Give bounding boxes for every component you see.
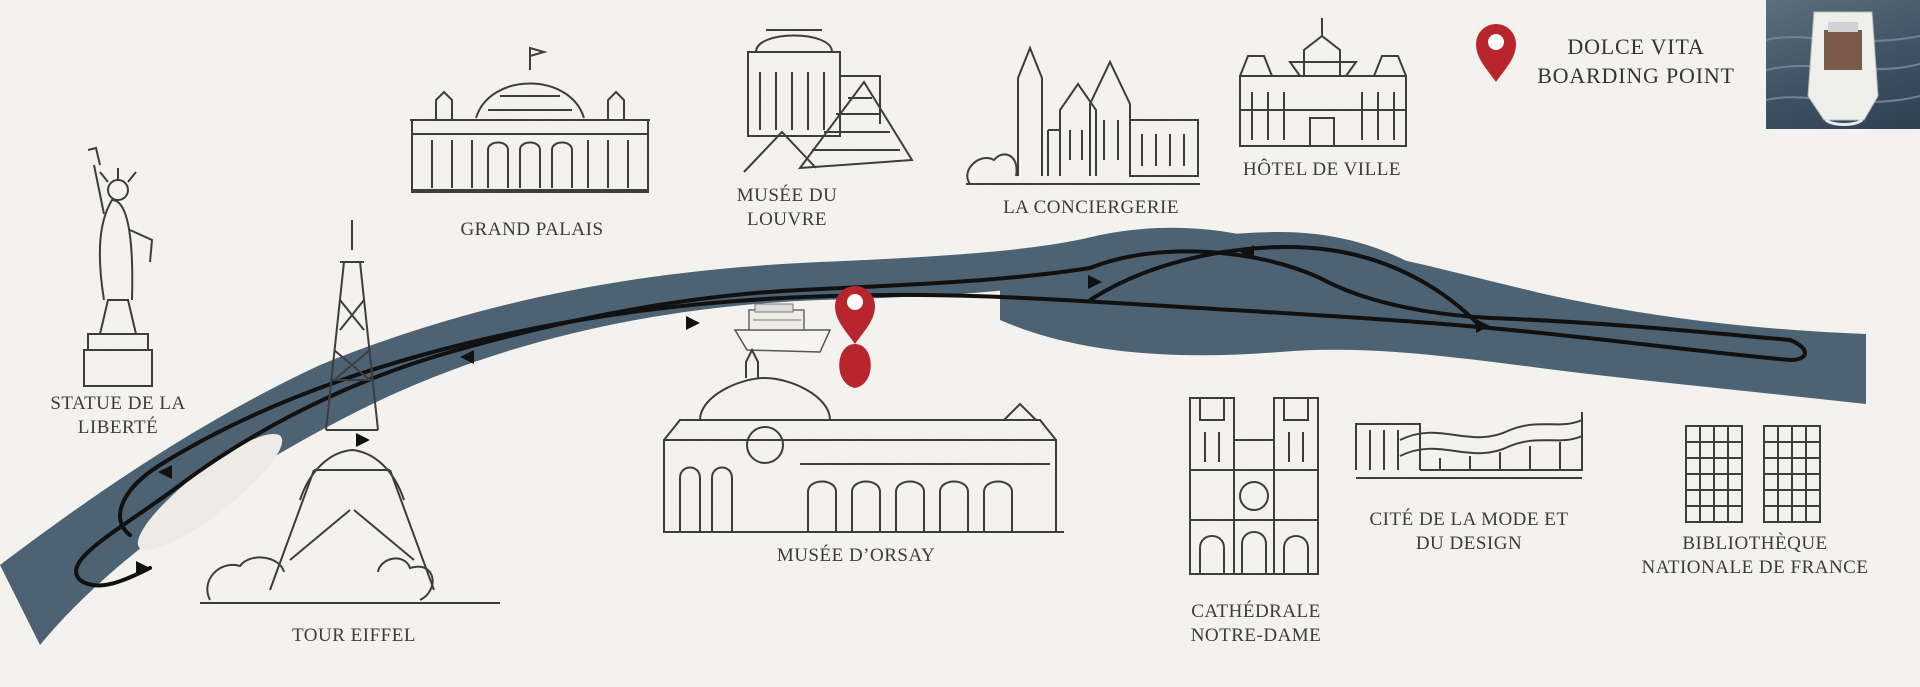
map-pin-icon [1476, 24, 1516, 82]
arrow-icon [1476, 319, 1490, 333]
hotel-de-ville-icon [1239, 18, 1407, 147]
arrow-icon [136, 561, 150, 575]
label-cite-de-la-mode: CITÉ DE LA MODE ET DU DESIGN [1369, 509, 1569, 554]
cruise-route [74, 245, 1807, 588]
label-cathedrale-notre-dame: CATHÉDRALE NOTRE-DAME [1190, 601, 1322, 646]
label-la-conciergerie: LA CONCIERGERIE [1003, 197, 1179, 218]
label-grand-palais: GRAND PALAIS [460, 219, 604, 240]
arrow-icon [686, 316, 700, 330]
boat-icon [733, 303, 832, 353]
statue-of-liberty-icon [83, 146, 154, 387]
boarding-point-pin-icon[interactable] [835, 286, 875, 388]
label-tour-eiffel: TOUR EIFFEL [292, 625, 416, 646]
bibliotheque-nationale-icon [1685, 425, 1821, 523]
louvre-pyramid-icon [743, 29, 914, 173]
route-direction-arrows [136, 245, 1490, 575]
legend-boarding-point: DOLCE VITA BOARDING POINT [1537, 34, 1735, 88]
notre-dame-icon [1189, 397, 1319, 575]
cite-mode-design-icon [1355, 412, 1583, 479]
ile-aux-cygnes [137, 433, 283, 551]
label-hotel-de-ville: HÔTEL DE VILLE [1243, 159, 1401, 180]
label-musee-d-orsay: MUSÉE D’ORSAY [776, 545, 936, 566]
conciergerie-icon [966, 45, 1200, 185]
arrow-icon [1088, 275, 1102, 289]
label-bibliotheque-nationale: BIBLIOTHÈQUE NATIONALE DE FRANCE [1641, 533, 1869, 578]
arrow-icon [158, 465, 172, 479]
arrow-icon [460, 350, 474, 364]
musee-orsay-icon [663, 347, 1064, 533]
river-seine-east [1000, 235, 1866, 404]
label-statue-de-la-liberte: STATUE DE LA LIBERTÉ [50, 393, 186, 438]
eiffel-tower-icon [200, 220, 500, 604]
label-musee-du-louvre: MUSÉE DU LOUVRE [736, 185, 838, 230]
river-seine-north-channel [1060, 232, 1480, 332]
grand-palais-icon [410, 46, 650, 193]
arrow-icon [1240, 245, 1254, 259]
boat-photo [1766, 0, 1920, 129]
arrow-icon [356, 433, 370, 447]
